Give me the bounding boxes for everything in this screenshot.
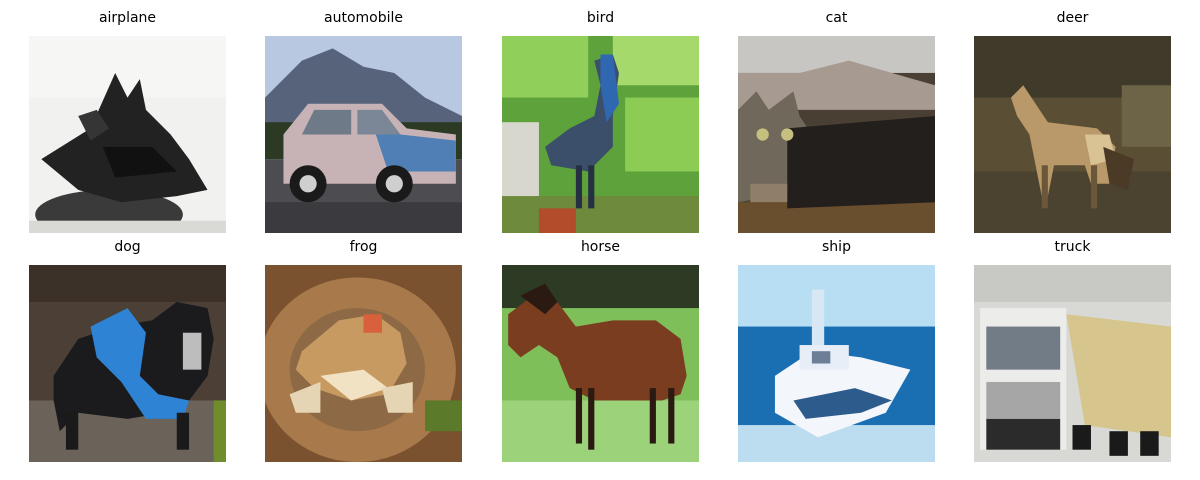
cat-image: [738, 36, 935, 233]
horse-image: [502, 265, 699, 462]
panel-title: deer: [1056, 10, 1089, 26]
frog-image: [265, 265, 462, 462]
panel-deer: deer: [974, 4, 1171, 233]
panel-title: frog: [349, 239, 378, 255]
automobile-image: [265, 36, 462, 233]
airplane-image: [29, 36, 226, 233]
ship-image: [738, 265, 935, 462]
dog-image: [29, 265, 226, 462]
panel-title: bird: [586, 10, 615, 26]
panel-automobile: automobile: [265, 4, 462, 233]
panel-title: ship: [822, 239, 851, 255]
panel-title: horse: [580, 239, 621, 255]
panel-airplane: airplane: [29, 4, 226, 233]
panel-title: automobile: [324, 10, 403, 26]
panel-title: cat: [825, 10, 848, 26]
panel-frog: frog: [265, 233, 462, 462]
panel-cat: cat: [738, 4, 935, 233]
deer-image: [974, 36, 1171, 233]
panel-title: airplane: [98, 10, 157, 26]
panel-bird: bird: [502, 4, 699, 233]
panel-truck: truck: [974, 233, 1171, 462]
bird-image: [502, 36, 699, 233]
panel-ship: ship: [738, 233, 935, 462]
panel-dog: dog: [29, 233, 226, 462]
panel-title: dog: [114, 239, 141, 255]
panel-horse: horse: [502, 233, 699, 462]
truck-image: [974, 265, 1171, 462]
panel-title: truck: [1054, 239, 1091, 255]
